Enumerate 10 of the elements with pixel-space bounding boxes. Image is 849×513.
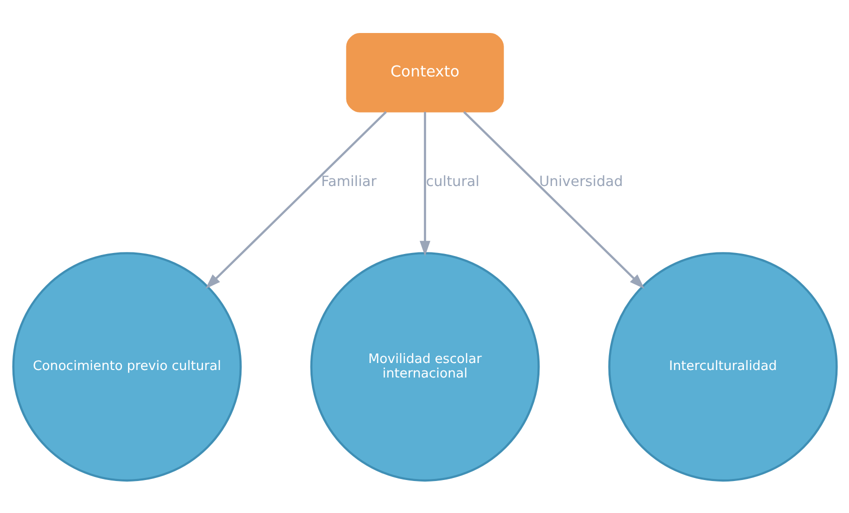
node-box: Contexto xyxy=(346,32,504,112)
arrow xyxy=(419,111,430,256)
arrow xyxy=(204,110,386,288)
arrow xyxy=(462,110,644,288)
node-circle: Movilidad escolar internacional xyxy=(310,252,540,482)
node-circle: Interculturalidad xyxy=(608,252,838,482)
edge-label: Familiar xyxy=(320,174,376,190)
edge-label: Universidad xyxy=(538,174,623,190)
edge-label: cultural xyxy=(425,174,479,190)
node-circle: Conocimiento previo cultural xyxy=(12,252,242,482)
